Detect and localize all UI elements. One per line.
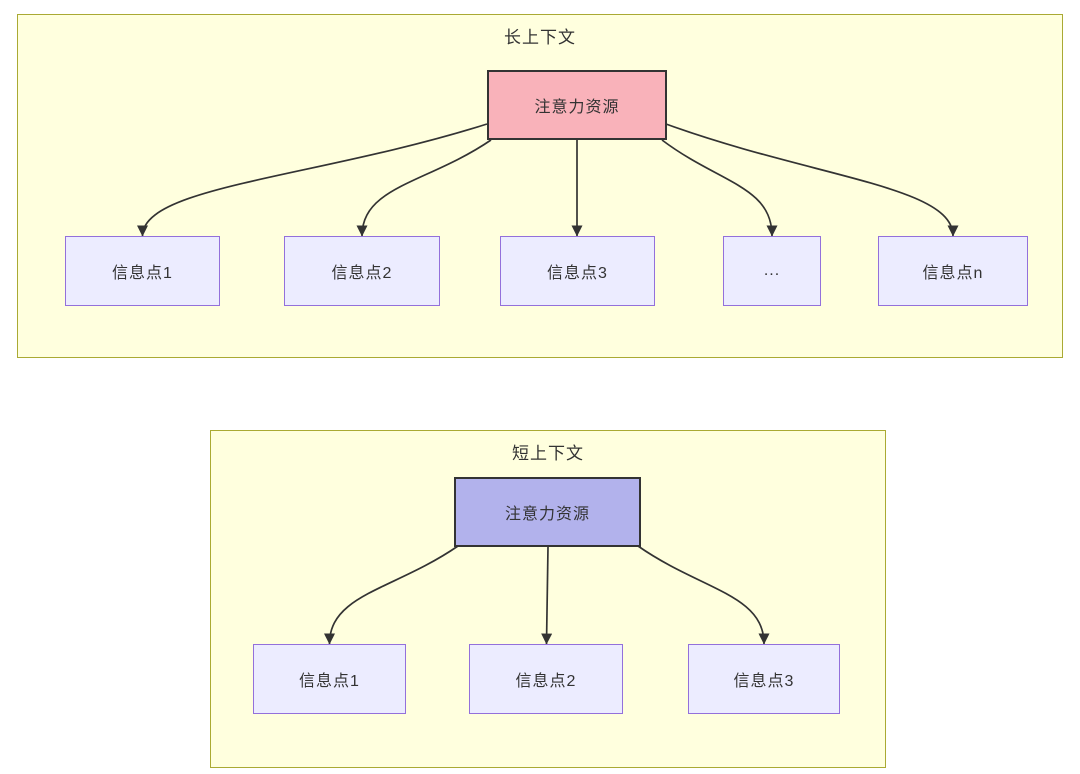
node-attention-short: 注意力资源 [454,477,641,547]
node-short-info-3: 信息点3 [688,644,840,714]
node-long-info-2: 信息点2 [284,236,440,306]
node-long-info-n: 信息点n [878,236,1028,306]
node-attention-long: 注意力资源 [487,70,667,140]
node-short-info-1: 信息点1 [253,644,406,714]
node-long-ellipsis: ... [723,236,821,306]
node-long-info-1: 信息点1 [65,236,220,306]
cluster-short-context-title: 短上下文 [512,444,584,463]
node-short-info-2: 信息点2 [469,644,623,714]
node-long-info-3: 信息点3 [500,236,655,306]
cluster-long-context: 长上下文 [17,14,1063,358]
cluster-long-context-title: 长上下文 [504,28,576,47]
